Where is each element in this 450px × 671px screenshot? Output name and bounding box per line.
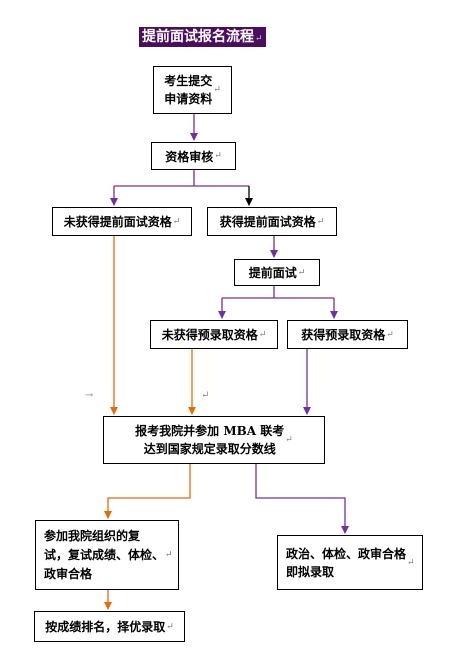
- arrow-exam-retest: [104, 464, 191, 519]
- page-title: 提前面试报名流程↵: [139, 27, 266, 47]
- box-political-check: 政治、体检、政审合格 即拟录取↵: [277, 535, 423, 590]
- stray-arrow-mark: →: [85, 390, 94, 401]
- box-qualification-review: 资格审核↵: [151, 142, 236, 170]
- title-text: 提前面试报名流程: [142, 29, 254, 45]
- box-eligible-interview: 获得提前面试资格↵: [207, 207, 337, 236]
- box-retest: 参加我院组织的复 试，复试成绩、体检、 政审合格↵: [35, 520, 179, 590]
- box-pre-admission: 获得预录取资格↵: [287, 320, 408, 349]
- box-not-pre-admission: 未获得预录取资格↵: [150, 320, 278, 349]
- stray-return-mark: ↵: [201, 390, 210, 401]
- box-not-eligible-interview: 未获得提前面试资格↵: [52, 207, 192, 236]
- arrow-exam-political: [255, 464, 349, 534]
- box-early-interview: 提前面试↵: [234, 259, 320, 286]
- box-mba-exam: 报考我院并参加 MBA 联考 达到国家规定录取分数线↵: [103, 416, 325, 464]
- box-rank-admission: 按成绩排名，择优录取↵: [34, 611, 185, 642]
- box-submit-application: 考生提交 申请资料↵: [153, 66, 232, 114]
